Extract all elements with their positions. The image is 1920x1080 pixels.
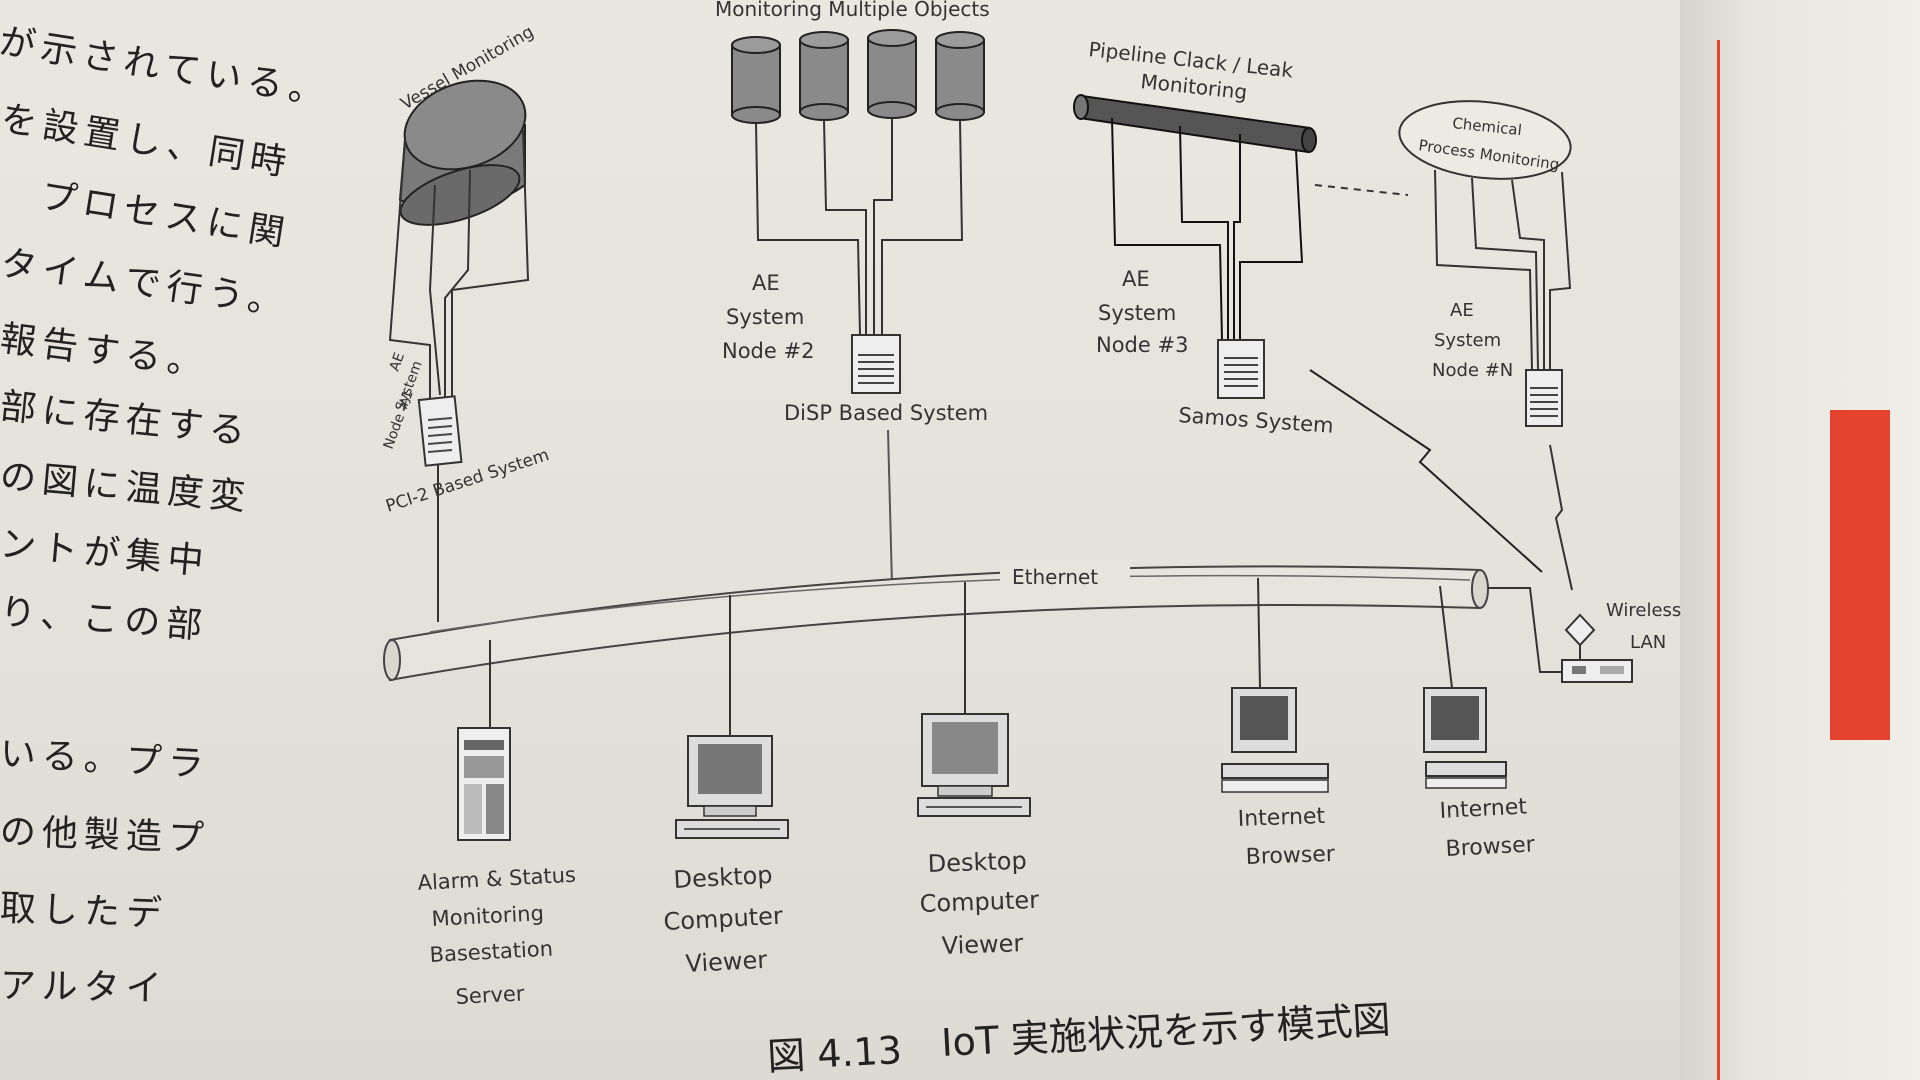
node2-label-line3: Node #2 (722, 339, 814, 363)
multiple-objects-label: Monitoring Multiple Objects (715, 0, 990, 21)
red-edge-band (1830, 410, 1890, 740)
node1-device (417, 395, 463, 467)
disp-system-label: DiSP Based System (784, 401, 988, 425)
server-label-line1: Alarm & Status (417, 863, 576, 895)
desktop1-label-line3: Viewer (685, 946, 768, 978)
server-label-line4: Server (455, 981, 525, 1009)
node3-label-line1: AE (1122, 267, 1150, 291)
multiple-object-tanks (731, 29, 985, 124)
browser1-computer-icon (1221, 687, 1329, 793)
desktop1-computer-icon (675, 735, 789, 839)
desktop2-label-line1: Desktop (927, 847, 1027, 878)
desktop1-label-line2: Computer (663, 902, 784, 936)
dashed-connector (1314, 184, 1409, 196)
chemical-cables (1434, 169, 1572, 371)
desktop2-label-line2: Computer (919, 886, 1039, 918)
desktop2-computer-icon (917, 713, 1031, 817)
server-label-line3: Basestation (429, 937, 553, 967)
red-edge-line (1717, 40, 1720, 1080)
wireless-label-line2: LAN (1630, 632, 1666, 653)
pci2-system-label: PCI-2 Based System (383, 445, 551, 517)
wireless-link-nodeN (1549, 444, 1573, 591)
node2-label-line1: AE (752, 271, 780, 295)
figure-number: 図 4.13 (766, 1028, 903, 1079)
ethernet-bus (383, 565, 1489, 682)
browser2-label-line1: Internet (1439, 794, 1528, 824)
node2-device (851, 334, 901, 394)
basestation-server-icon (457, 727, 511, 841)
browser1-label-line2: Browser (1245, 842, 1336, 870)
node1-label-line1: AE (387, 351, 408, 374)
node3-device (1217, 339, 1265, 399)
node1-label-line3: Node #1 (381, 388, 417, 451)
desktop2-label-line3: Viewer (941, 929, 1024, 960)
server-label-line2: Monitoring (431, 901, 544, 931)
nodeN-device (1525, 369, 1563, 427)
nodeN-label-line1: AE (1450, 300, 1474, 321)
wireless-lan-router (1561, 613, 1633, 683)
nodeN-label-line3: Node #N (1432, 360, 1513, 381)
multiple-object-cables (755, 118, 964, 336)
browser2-computer-icon (1423, 687, 1507, 789)
vessel-tank (388, 79, 530, 410)
nodeN-label-line2: System (1434, 330, 1501, 351)
wireless-link-bolt (1309, 369, 1543, 573)
wireless-label-line1: Wireless (1606, 600, 1681, 621)
chemical-process-ellipse (1398, 100, 1572, 180)
desktop1-label-line1: Desktop (673, 861, 773, 894)
node3-label-line3: Node #3 (1096, 333, 1188, 357)
ethernet-label: Ethernet (1012, 565, 1098, 589)
node2-label-line2: System (726, 305, 804, 329)
pipeline-cables (1111, 117, 1304, 341)
node3-label-line2: System (1098, 301, 1176, 325)
figure-caption: IoT 実施状況を示す模式図 (940, 998, 1391, 1065)
pipeline-pipe (1073, 94, 1317, 154)
browser1-label-line1: Internet (1237, 804, 1326, 832)
samos-system-label: Samos System (1178, 403, 1335, 438)
browser2-label-line2: Browser (1445, 832, 1536, 862)
